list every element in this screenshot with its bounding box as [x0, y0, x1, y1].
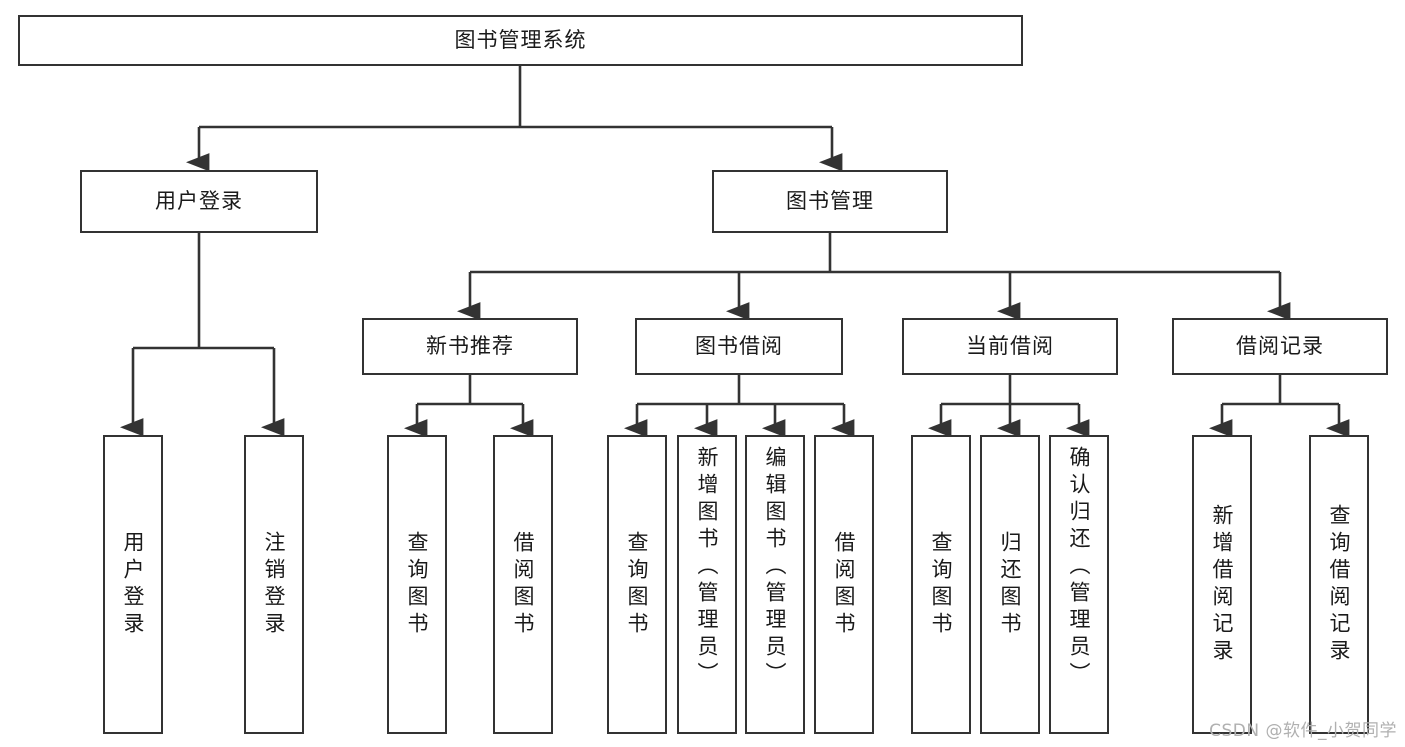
node-leaf-return-book-label: 归还图书 — [998, 530, 1023, 639]
node-leaf-logout[interactable]: 注销登录 — [244, 435, 304, 734]
node-leaf-add-book-label: 新增图书（管理员） — [695, 446, 720, 689]
node-root-label: 图书管理系统 — [454, 27, 587, 52]
node-current-borrow-label: 当前借阅 — [966, 333, 1054, 358]
node-leaf-edit-book-label: 编辑图书（管理员） — [763, 446, 788, 689]
node-new-book-rec-label: 新书推荐 — [426, 333, 514, 358]
node-book-borrow[interactable]: 图书借阅 — [635, 318, 843, 375]
node-user-login-label: 用户登录 — [155, 188, 243, 213]
node-leaf-add-record[interactable]: 新增借阅记录 — [1192, 435, 1252, 734]
node-leaf-user-login[interactable]: 用户登录 — [103, 435, 163, 734]
node-new-book-rec[interactable]: 新书推荐 — [362, 318, 578, 375]
node-leaf-borrow-book-2[interactable]: 借阅图书 — [814, 435, 874, 734]
node-book-borrow-label: 图书借阅 — [695, 333, 783, 358]
node-leaf-query-book-3-label: 查询图书 — [929, 530, 954, 639]
node-borrow-record-label: 借阅记录 — [1236, 333, 1324, 358]
node-leaf-borrow-book-1[interactable]: 借阅图书 — [493, 435, 553, 734]
node-leaf-query-book-1[interactable]: 查询图书 — [387, 435, 447, 734]
node-borrow-record[interactable]: 借阅记录 — [1172, 318, 1388, 375]
node-leaf-logout-label: 注销登录 — [262, 530, 287, 639]
node-user-login[interactable]: 用户登录 — [80, 170, 318, 233]
node-root[interactable]: 图书管理系统 — [18, 15, 1023, 66]
node-leaf-confirm-return-label: 确认归还（管理员） — [1067, 446, 1092, 689]
node-leaf-add-book[interactable]: 新增图书（管理员） — [677, 435, 737, 734]
node-leaf-query-book-3[interactable]: 查询图书 — [911, 435, 971, 734]
node-leaf-query-book-2[interactable]: 查询图书 — [607, 435, 667, 734]
node-current-borrow[interactable]: 当前借阅 — [902, 318, 1118, 375]
node-leaf-query-book-2-label: 查询图书 — [625, 530, 650, 639]
node-leaf-user-login-label: 用户登录 — [121, 530, 146, 639]
node-leaf-confirm-return[interactable]: 确认归还（管理员） — [1049, 435, 1109, 734]
node-book-manage-label: 图书管理 — [786, 188, 874, 213]
node-leaf-query-book-1-label: 查询图书 — [405, 530, 430, 639]
node-leaf-borrow-book-1-label: 借阅图书 — [511, 530, 536, 639]
node-leaf-return-book[interactable]: 归还图书 — [980, 435, 1040, 734]
node-leaf-edit-book[interactable]: 编辑图书（管理员） — [745, 435, 805, 734]
csdn-watermark: CSDN @软件_小贺同学 — [1209, 721, 1397, 741]
node-leaf-borrow-book-2-label: 借阅图书 — [832, 530, 857, 639]
node-book-manage[interactable]: 图书管理 — [712, 170, 948, 233]
node-leaf-add-record-label: 新增借阅记录 — [1210, 503, 1235, 666]
node-leaf-query-record[interactable]: 查询借阅记录 — [1309, 435, 1369, 734]
node-leaf-query-record-label: 查询借阅记录 — [1327, 503, 1352, 666]
